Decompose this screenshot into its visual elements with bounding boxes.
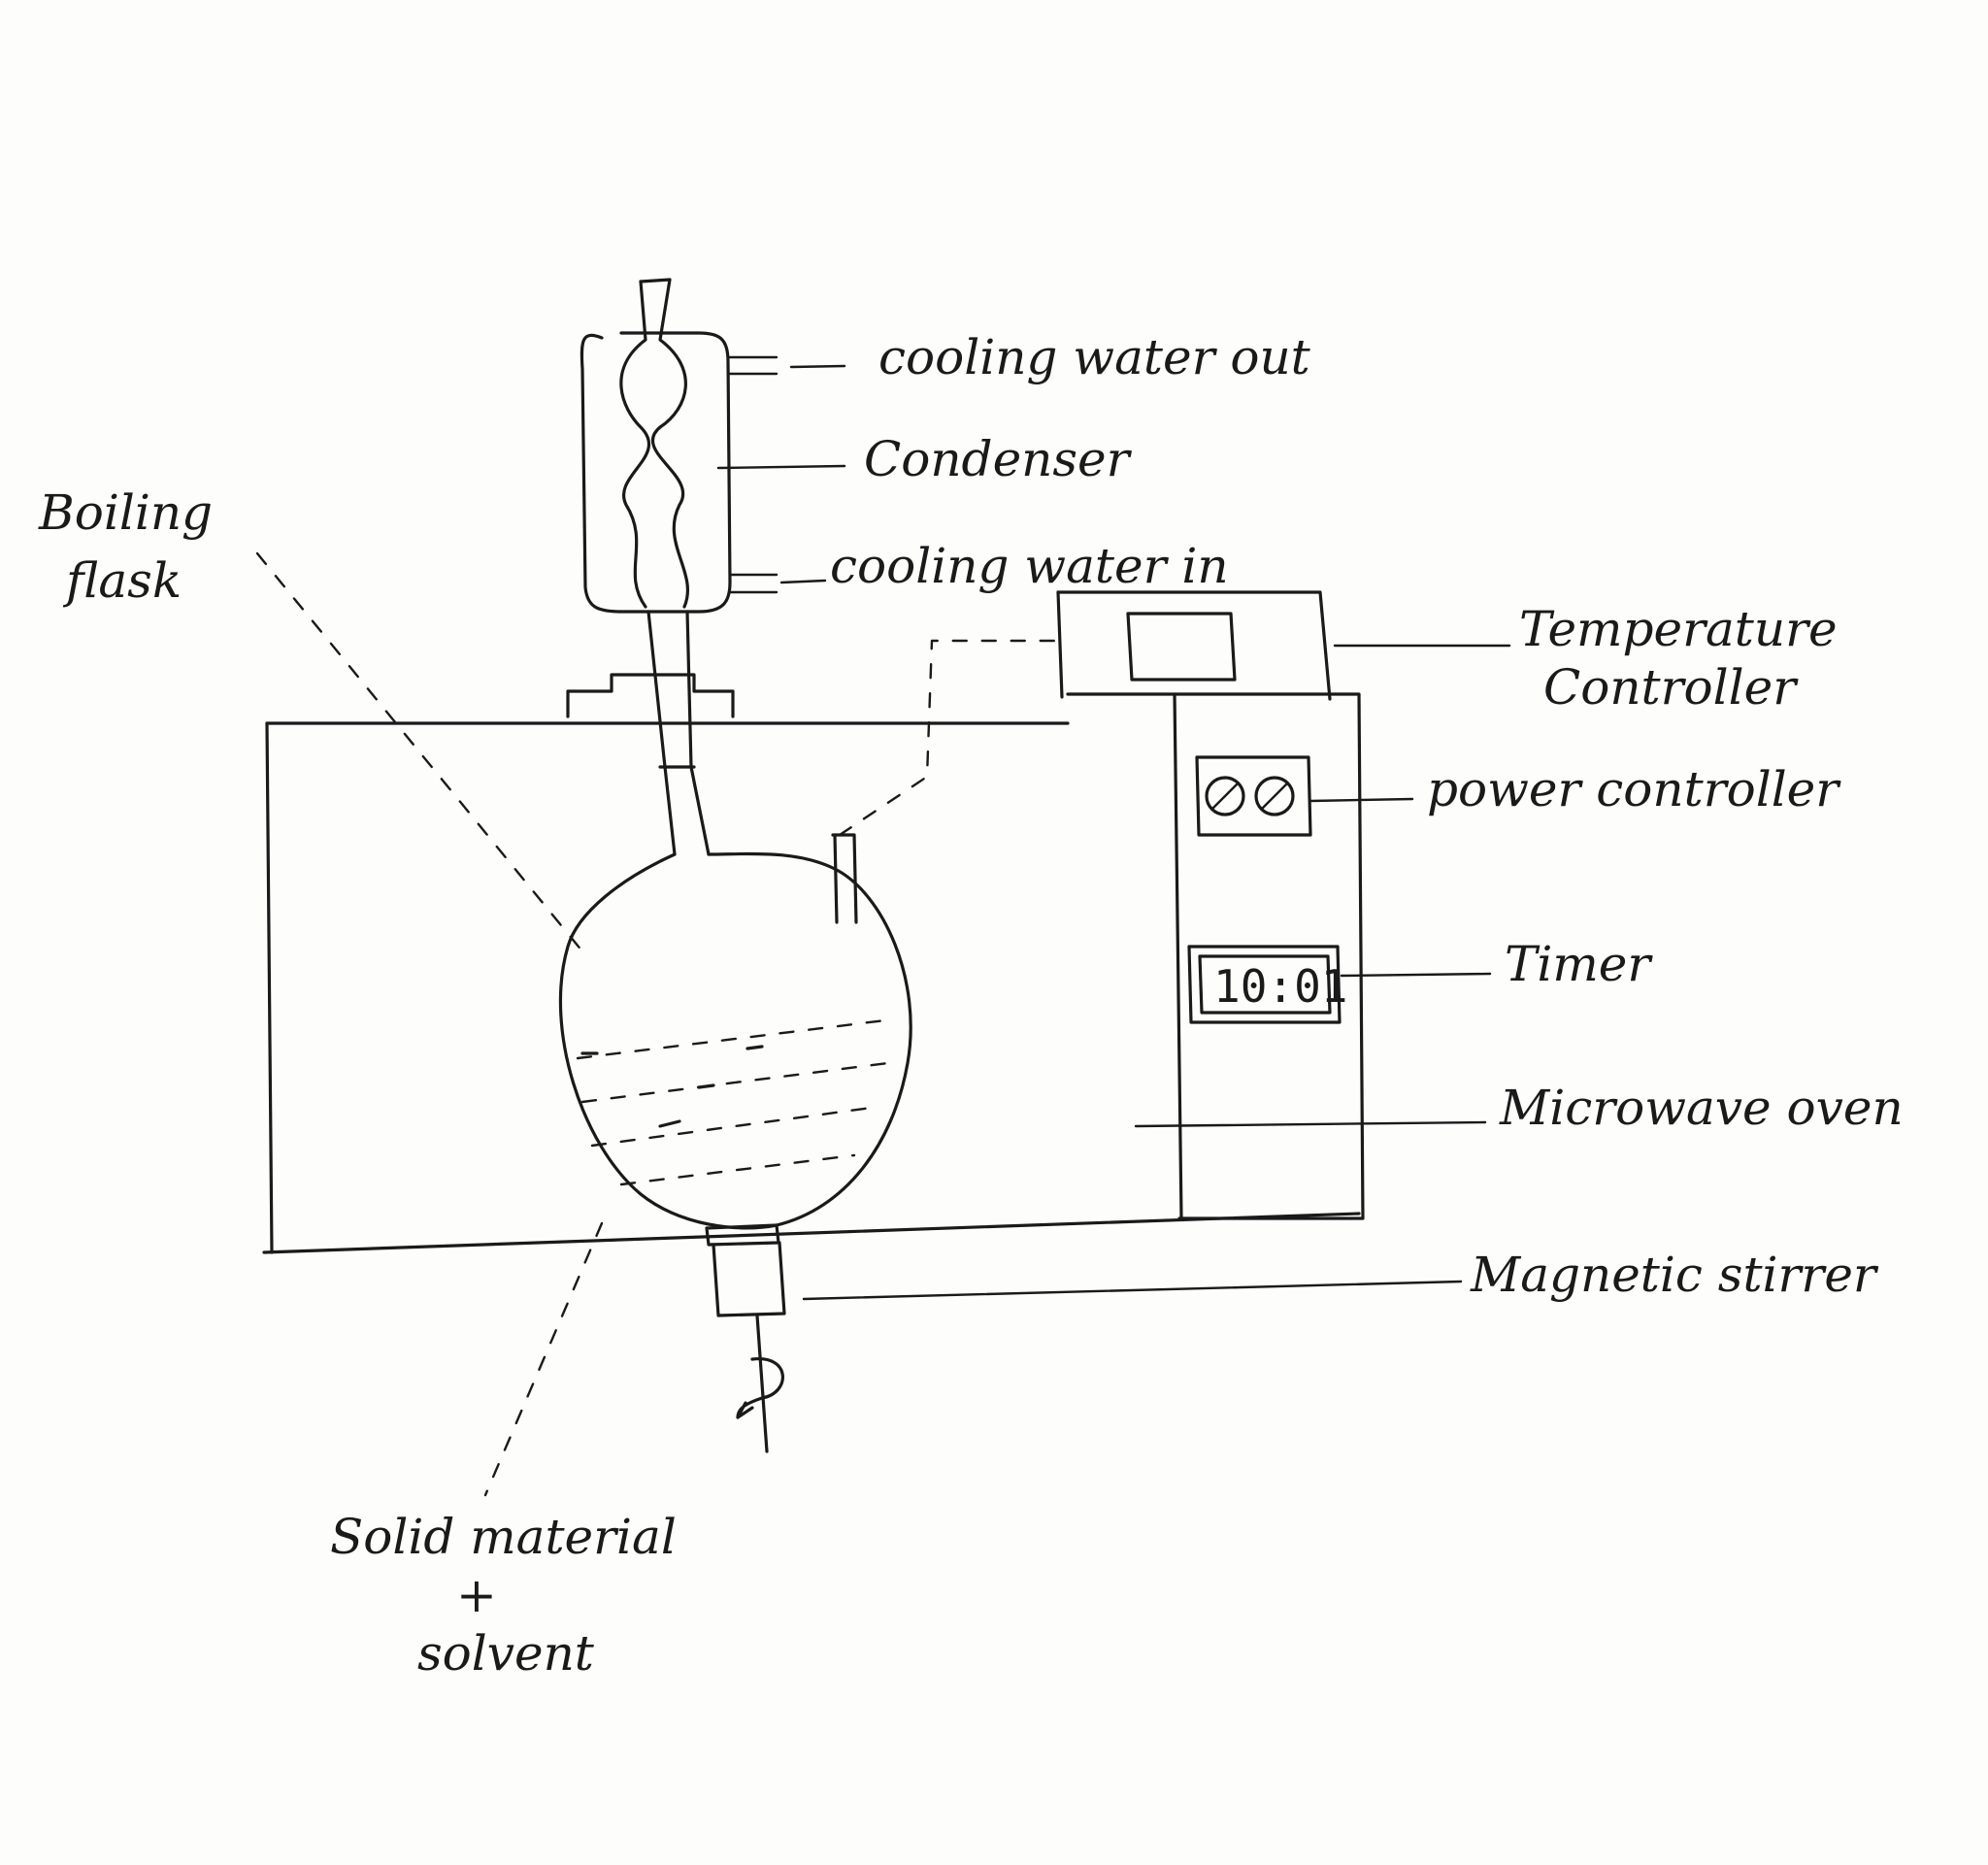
label-condenser: Condenser <box>864 431 1133 487</box>
power-knob-left-icon <box>1205 776 1245 816</box>
leader-cooling-water-in <box>779 579 827 584</box>
label-cooling-water-in: cooling water in <box>830 538 1229 594</box>
timer-panel <box>1187 945 1342 1024</box>
leader-lines <box>255 364 1511 1497</box>
liquid-line-4 <box>619 1153 856 1186</box>
leader-condenser <box>716 464 846 470</box>
water-inlet-nozzle <box>728 573 779 594</box>
label-microwave-oven: Microwave oven <box>1499 1080 1904 1136</box>
timer: 10:01 <box>1187 945 1347 1024</box>
stirrer-motor <box>712 1241 786 1317</box>
power-controller-panel <box>1195 755 1312 837</box>
flask-neck-left <box>646 610 677 856</box>
oven-left-wall <box>265 721 274 1254</box>
temperature-controller-left <box>1056 590 1064 699</box>
timer-display-value: 10:01 <box>1213 960 1347 1013</box>
label-boiling-flask-line2: flask <box>62 552 182 609</box>
liquid-line-2 <box>580 1061 890 1104</box>
leader-cooling-water-out <box>789 364 846 369</box>
condenser <box>580 278 779 614</box>
leader-boiling-flask <box>255 551 584 953</box>
label-solvent: solvent <box>417 1625 595 1682</box>
leader-microwave-oven <box>1134 1120 1487 1128</box>
leader-timer <box>1340 972 1492 978</box>
sensor-wire <box>838 639 1062 837</box>
power-knob-right-icon <box>1254 776 1295 816</box>
oven-right-body <box>1066 692 1365 1220</box>
temperature-controller-box <box>1056 590 1332 701</box>
label-solid-material: Solid material <box>330 1509 677 1565</box>
label-boiling-flask-line1: Boiling <box>38 484 213 541</box>
label-plus: + <box>456 1567 497 1623</box>
leader-magnetic-stirrer <box>802 1280 1463 1301</box>
control-panel-divider <box>1173 692 1183 1220</box>
oven-base-line <box>262 1212 1361 1254</box>
condenser-coil-right <box>639 278 690 609</box>
stirrer-shaft <box>755 1314 769 1453</box>
timer-screen <box>1198 954 1332 1015</box>
rotation-arrow-icon <box>736 1357 784 1419</box>
temperature-probe <box>831 833 858 924</box>
label-cooling-water-out: cooling water out <box>878 329 1311 385</box>
condenser-coil-left <box>619 280 650 609</box>
label-magnetic-stirrer: Magnetic stirrer <box>1470 1247 1879 1303</box>
condenser-jacket <box>580 331 732 614</box>
power-knob-left-mark <box>1211 783 1239 810</box>
temperature-display <box>1126 612 1237 682</box>
power-controller <box>1195 755 1312 837</box>
label-power-controller: power controller <box>1427 761 1841 817</box>
water-outlet-nozzle <box>728 355 779 376</box>
flask-body <box>558 851 912 1230</box>
label-temperature-controller-line1: Temperature <box>1519 601 1838 657</box>
solid-particles <box>580 1045 764 1128</box>
boiling-flask <box>558 610 912 1230</box>
leader-power-controller <box>1309 797 1414 803</box>
power-knob-right-mark <box>1261 783 1288 810</box>
temperature-controller <box>838 590 1332 837</box>
label-timer: Timer <box>1505 936 1653 992</box>
flask-neck-right <box>685 610 711 856</box>
label-temperature-controller-line2: Controller <box>1543 659 1799 716</box>
microwave-oven <box>262 673 1365 1254</box>
flask-holder-clamp <box>566 673 735 718</box>
labels: cooling water out Condenser cooling wate… <box>38 329 1904 1682</box>
liquid-line-3 <box>590 1105 880 1148</box>
liquid-surface <box>576 1017 895 1060</box>
leader-solid-material <box>483 1221 604 1497</box>
magnetic-stirrer <box>705 1223 786 1453</box>
